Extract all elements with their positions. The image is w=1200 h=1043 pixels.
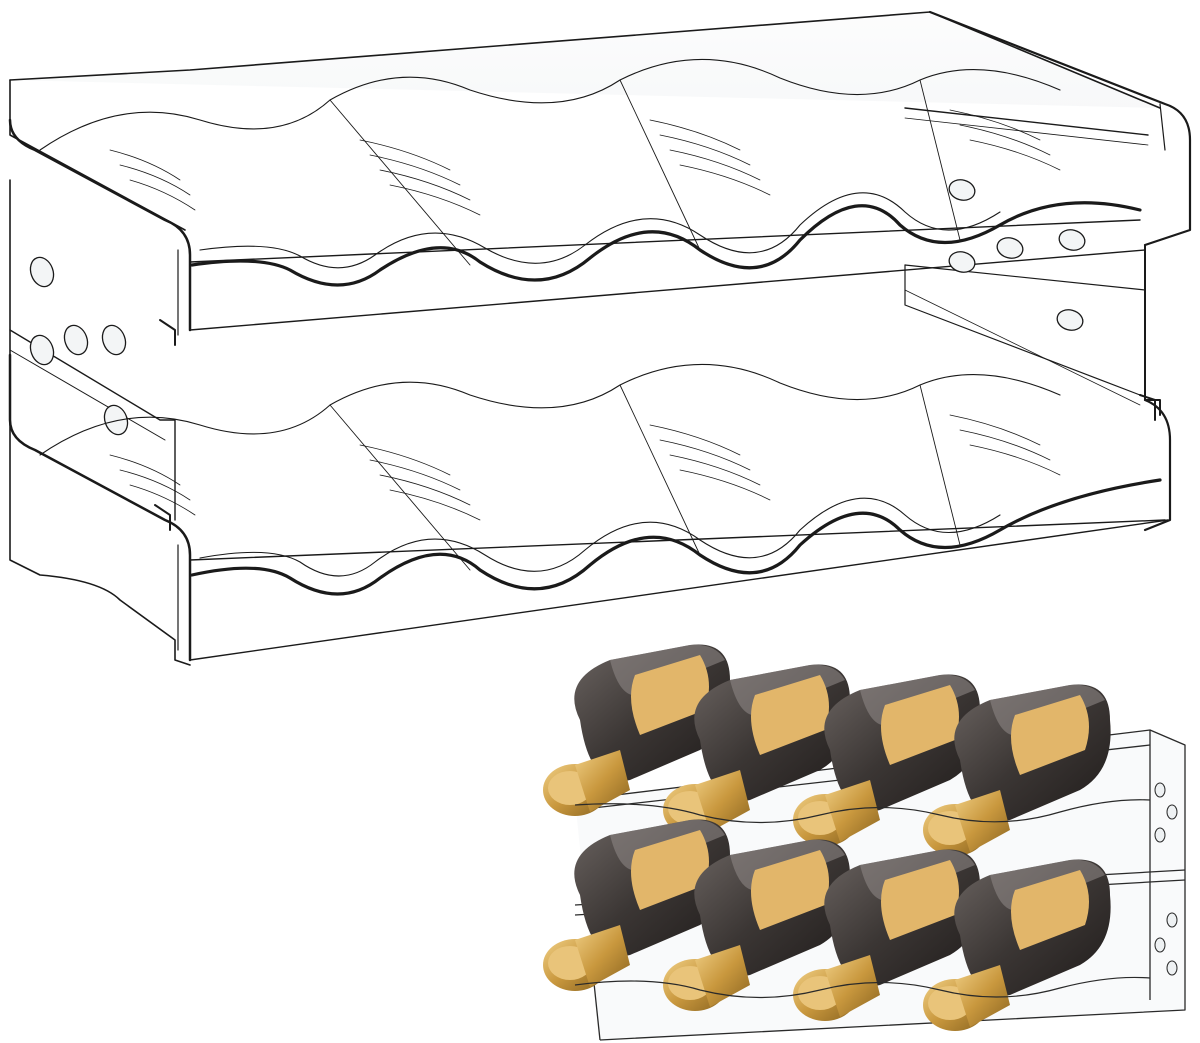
bottle-row-top (543, 644, 1111, 856)
wine-bottle (793, 849, 981, 1021)
wine-bottle (923, 684, 1111, 856)
wine-bottle (793, 674, 981, 846)
large-wine-rack (8, 10, 1192, 666)
rack-right-panel (904, 179, 1161, 416)
wine-bottle (543, 644, 731, 816)
bottle-row-bottom (543, 819, 1111, 1031)
filled-wine-rack (543, 644, 1186, 1041)
wine-bottle (923, 859, 1111, 1031)
small-rack-front-rails (574, 799, 1151, 999)
rack-left-panel (9, 179, 191, 666)
wine-bottle (663, 664, 851, 836)
rack-top-tier (8, 10, 1192, 336)
rack-bottom-tier (8, 319, 1172, 662)
wine-bottle (663, 839, 851, 1011)
wine-bottle (543, 819, 731, 991)
